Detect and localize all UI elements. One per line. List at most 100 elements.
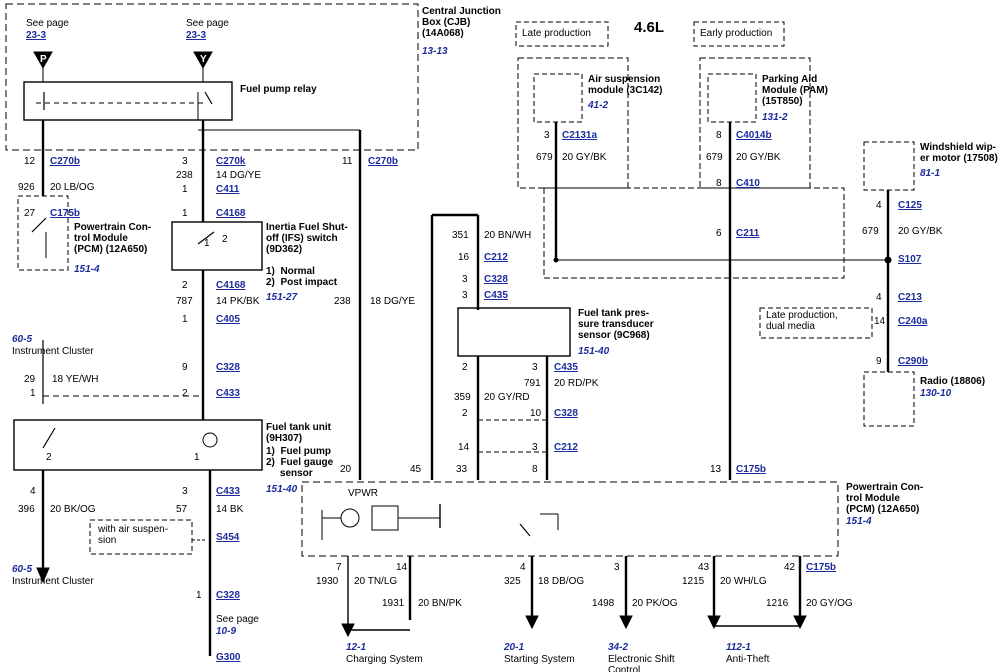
pcm-main-box <box>301 481 839 557</box>
with-air-susp-label: with air suspen- sion <box>98 524 169 546</box>
bottom-ref-name: Anti-Theft <box>726 654 770 665</box>
cluster-ref[interactable]: 60-5 <box>12 564 33 575</box>
connector-c212[interactable]: C212 <box>554 442 578 453</box>
transducer-name: Fuel tank pres- sure transducer sensor (… <box>578 308 654 341</box>
see-page-label: See page <box>186 18 229 29</box>
pin: 1 <box>182 184 188 195</box>
circuit-number: 396 <box>18 504 35 515</box>
fuel-tank-pin2: 2 <box>46 452 52 463</box>
ref-link[interactable]: 23-3 <box>26 30 47 41</box>
connector-c211[interactable]: C211 <box>736 228 760 239</box>
wire-color: 20 PK/OG <box>632 598 678 609</box>
connector-c240a[interactable]: C240a <box>898 316 928 327</box>
pin: 4 <box>876 292 882 303</box>
transducer-ref[interactable]: 151-40 <box>578 346 610 357</box>
pin: 3 <box>462 290 468 301</box>
connector-c290b[interactable]: C290b <box>898 356 929 367</box>
circuit-number: 325 <box>504 576 521 587</box>
cjb-title: Central Junction Box (CJB) (14A068) <box>422 6 501 39</box>
pin: 3 <box>182 486 188 497</box>
connector-c213[interactable]: C213 <box>898 292 922 303</box>
connector-c435[interactable]: C435 <box>554 362 578 373</box>
circuit-number: 679 <box>536 152 553 163</box>
ground-g300[interactable]: G300 <box>216 652 241 663</box>
connector-c270b[interactable]: C270b <box>368 156 399 167</box>
wire-color: 14 PK/BK <box>216 296 260 307</box>
cjb-ref[interactable]: 13-13 <box>422 46 448 57</box>
connector-c212[interactable]: C212 <box>484 252 508 263</box>
connector-c175b[interactable]: C175b <box>736 464 767 475</box>
pin: 14 <box>874 316 886 327</box>
wire-color: 14 BK <box>216 504 244 515</box>
wire-color: 20 GY/BK <box>736 152 781 163</box>
fuel-tank-unit-box <box>13 419 263 471</box>
ref-link[interactable]: 23-3 <box>186 30 207 41</box>
cluster-ref[interactable]: 60-5 <box>12 334 33 345</box>
connector-c435[interactable]: C435 <box>484 290 508 301</box>
ifs-switch-box <box>171 221 263 271</box>
late-dual-box <box>759 307 873 339</box>
connector-c4014b[interactable]: C4014b <box>736 130 772 141</box>
wire-color: 18 YE/WH <box>52 374 99 385</box>
fuel-tank-name: Fuel tank unit (9H307) <box>266 422 331 444</box>
connector-c411[interactable]: C411 <box>216 184 240 195</box>
pin: 2 <box>182 388 188 399</box>
circuit-number: 238 <box>176 170 193 181</box>
pin: 27 <box>24 208 36 219</box>
air-susp-name: Air suspension module (3C142) <box>588 74 663 96</box>
pin: 8 <box>532 464 538 475</box>
bottom-ref[interactable]: 20-1 <box>504 642 525 653</box>
splice-s454[interactable]: S454 <box>216 532 240 543</box>
circuit-number: 238 <box>334 296 351 307</box>
pin: 3 <box>462 274 468 285</box>
connector-c405[interactable]: C405 <box>216 314 240 325</box>
wiper-ref[interactable]: 81-1 <box>920 168 941 179</box>
connector-c2131a[interactable]: C2131a <box>562 130 598 141</box>
ifs-ref[interactable]: 151-27 <box>266 292 298 303</box>
connector-c328[interactable]: C328 <box>216 590 240 601</box>
pin: 3 <box>532 362 538 373</box>
connector-c125[interactable]: C125 <box>898 200 922 211</box>
connector-c270k[interactable]: C270k <box>216 156 246 167</box>
vpwr-label: VPWR <box>348 488 378 499</box>
pin: 1 <box>30 388 36 399</box>
pam-ref[interactable]: 131-2 <box>762 112 788 123</box>
pin: 33 <box>456 464 468 475</box>
pin: 43 <box>698 562 710 573</box>
connector-c328[interactable]: C328 <box>216 362 240 373</box>
connector-c410[interactable]: C410 <box>736 178 760 189</box>
connector-c4168[interactable]: C4168 <box>216 280 246 291</box>
splice-s107[interactable]: S107 <box>898 254 922 265</box>
air-susp-ref[interactable]: 41-2 <box>588 100 609 111</box>
bottom-ref-name: Electronic Shift Control <box>608 654 675 672</box>
pin: 11 <box>342 156 353 167</box>
connector-c433[interactable]: C433 <box>216 388 240 399</box>
pcm-top-ref[interactable]: 151-4 <box>74 264 100 275</box>
fuel-tank-pin1: 1 <box>194 452 200 463</box>
relay-label: Fuel pump relay <box>240 84 317 95</box>
connector-c433[interactable]: C433 <box>216 486 240 497</box>
connector-c175b[interactable]: C175b <box>50 208 81 219</box>
connector-c4168[interactable]: C4168 <box>216 208 246 219</box>
connector-c328[interactable]: C328 <box>554 408 578 419</box>
pin: 4 <box>876 200 882 211</box>
connector-c328[interactable]: C328 <box>484 274 508 285</box>
see-page-ref[interactable]: 10-9 <box>216 626 237 637</box>
bottom-ref[interactable]: 34-2 <box>608 642 629 653</box>
fuel-tank-ref[interactable]: 151-40 <box>266 484 298 495</box>
bottom-ref[interactable]: 112-1 <box>726 642 751 653</box>
circuit-number: 1215 <box>682 576 705 587</box>
bottom-ref[interactable]: 12-1 <box>346 642 367 653</box>
wire-color: 14 DG/YE <box>216 170 262 181</box>
p-marker-label: P <box>40 54 47 65</box>
y-marker <box>193 51 213 70</box>
wiper-name: Windshield wip- er motor (17508) <box>920 142 998 164</box>
ifs-items: 1) Normal 2) Post impact <box>266 266 338 288</box>
connector-c270b[interactable]: C270b <box>50 156 81 167</box>
circuit-number: 1498 <box>592 598 615 609</box>
pcm-main-ref[interactable]: 151-4 <box>846 516 872 527</box>
radio-ref[interactable]: 130-10 <box>920 388 952 399</box>
pcm-top-box <box>17 195 69 271</box>
connector-c175b[interactable]: C175b <box>806 562 837 573</box>
